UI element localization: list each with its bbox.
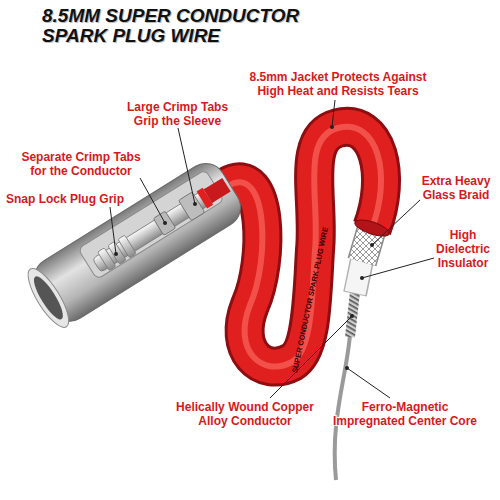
callout-label: Extra Heavy Glass Braid (418, 174, 494, 202)
callout-label: Snap Lock Plug Grip (2, 192, 128, 206)
diagram-title: 8.5MM SUPER CONDUCTOR SPARK PLUG WIRE (42, 6, 304, 46)
callout-label: Separate Crimp Tabs for the Conductor (16, 150, 146, 178)
leader-line (110, 207, 116, 254)
copper-conductor (350, 292, 355, 337)
leader-line (178, 128, 195, 204)
leader-dot (345, 366, 349, 370)
leader-dot (350, 314, 354, 318)
leader-line (332, 100, 335, 127)
leader-dot (360, 276, 364, 280)
callout-label: Ferro-Magnetic Impregnated Center Core (330, 400, 480, 428)
leader-line (372, 200, 420, 245)
leader-line (347, 368, 390, 398)
conductor-crimp-tab (153, 211, 175, 235)
wire-cut-end (335, 217, 391, 480)
leader-dots (114, 125, 374, 370)
leader-dot (193, 202, 197, 206)
leader-line (270, 316, 352, 398)
center-core (335, 335, 350, 480)
callout-label: 8.5mm Jacket Protects Against High Heat … (238, 70, 438, 98)
leader-line (140, 178, 165, 223)
callout-label: High Dielectric Insulator (432, 228, 494, 270)
plug-boot (21, 156, 248, 333)
boot-opening (21, 263, 76, 332)
leader-dot (370, 243, 374, 247)
wire-print: SUPER CONDUCTOR SPARK PLUG WIRE (290, 226, 330, 374)
leader-dot (330, 125, 334, 129)
boot-opening-inside (29, 273, 67, 323)
jacket-cut-face (353, 217, 391, 240)
leader-dot (163, 221, 167, 225)
snap-lock-grip (118, 235, 136, 258)
callout-label: Helically Wound Copper Alloy Conductor (172, 400, 318, 428)
callout-label: Large Crimp Tabs Grip the Sleeve (120, 100, 235, 128)
leader-dot (114, 252, 118, 256)
leader-lines (110, 100, 434, 398)
boot-cutaway (78, 170, 224, 280)
leader-line (362, 258, 434, 278)
wire-inside-boot (204, 178, 231, 203)
